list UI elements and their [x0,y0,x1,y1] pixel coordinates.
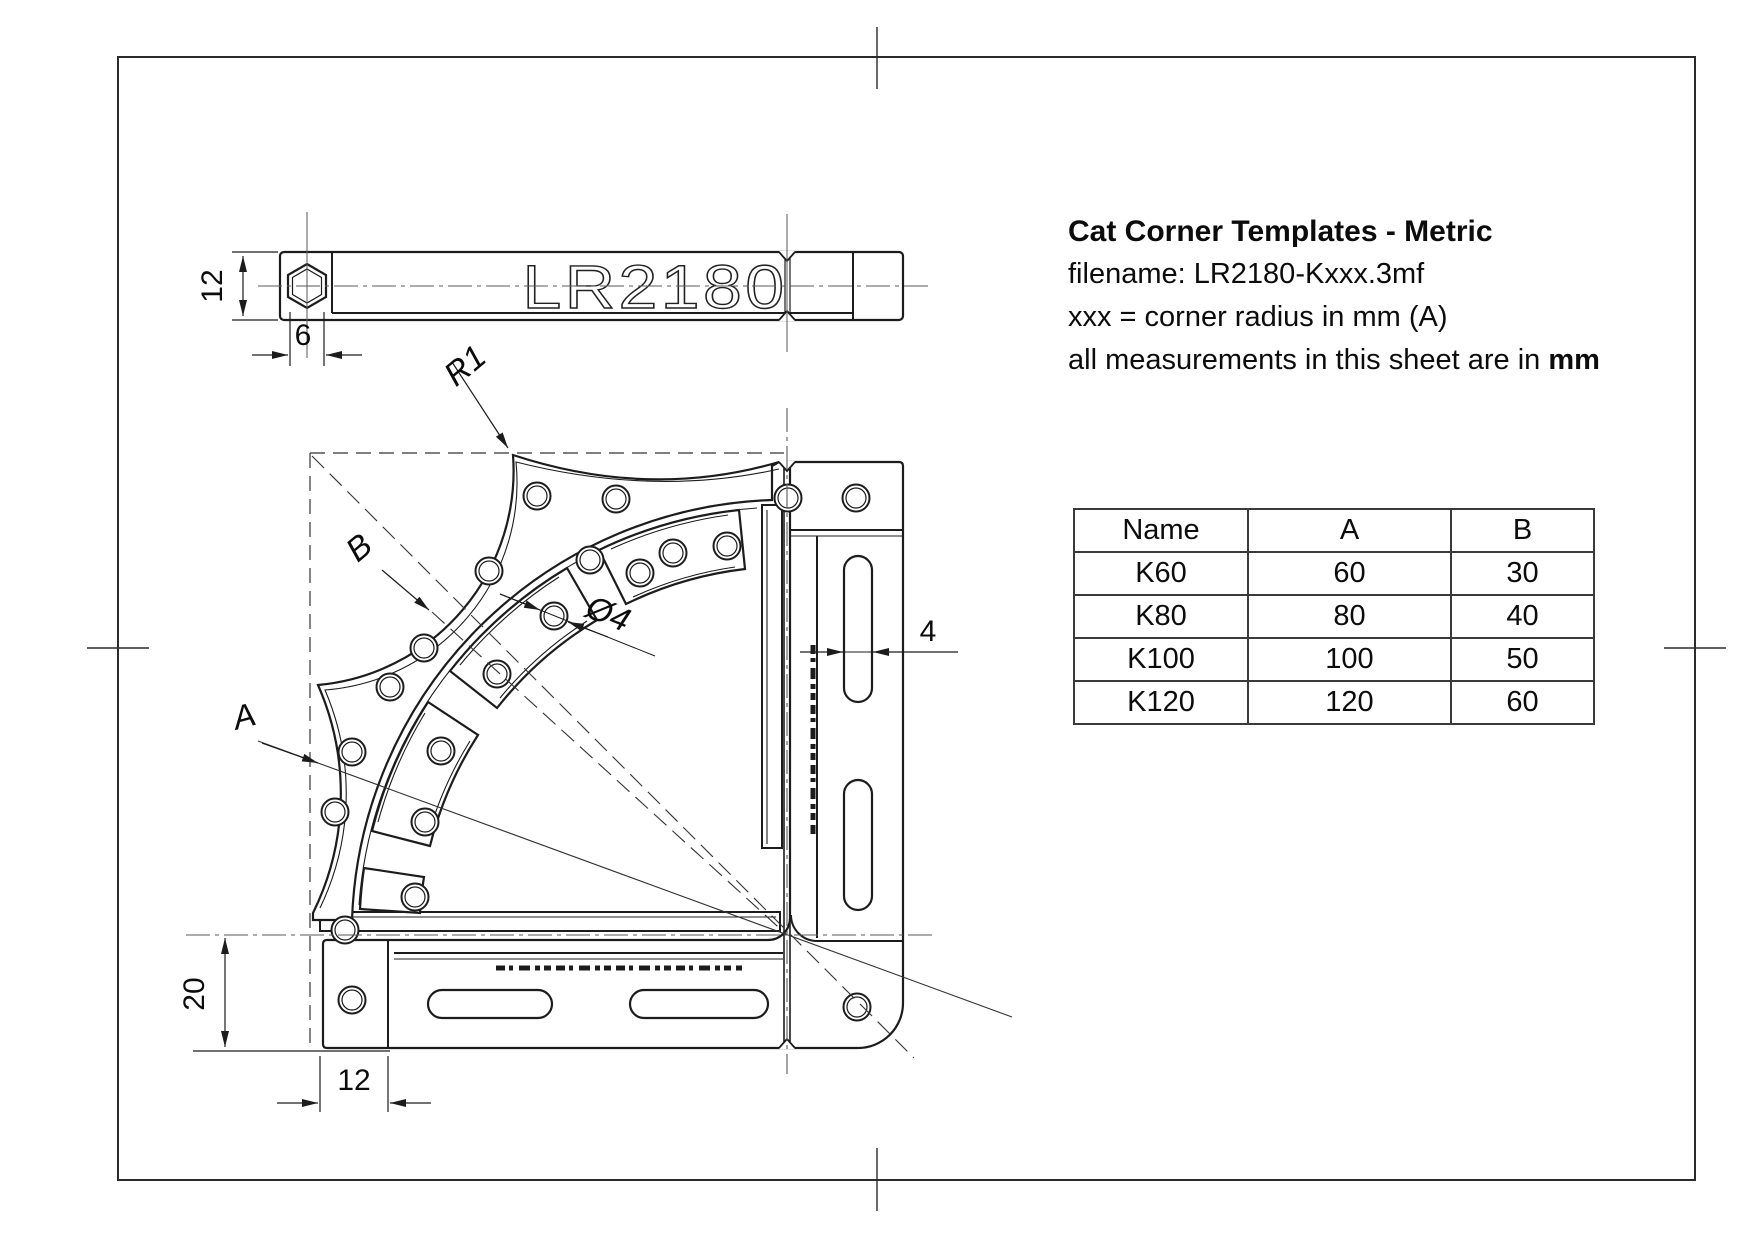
size-table-header-name: Name [1073,508,1249,553]
dimension-column-width: 12 [277,1056,431,1112]
cell-a: 120 [1247,680,1452,725]
cell-name: K80 [1073,594,1249,639]
cell-name: K100 [1073,637,1249,682]
top-view-centerlines [258,212,928,358]
top-view: LR2180 12 6 [196,212,928,366]
table-row: K80 80 40 [1073,594,1595,639]
dimension-column-width-label: 12 [337,1064,370,1097]
holes [320,481,872,1022]
size-table-header-row: Name A B [1073,508,1595,553]
sheet-center-marks [87,27,1726,1211]
dimension-bar-height [232,251,278,321]
dimension-corner-radius: R1 [437,337,509,449]
cell-name: K120 [1073,680,1249,725]
size-table: Name A B K60 60 30 K80 80 40 K100 100 50… [1073,508,1595,725]
dimension-hex-width-label: 6 [295,319,312,352]
construction-lines [186,408,1013,1074]
cell-name: K60 [1073,551,1249,596]
size-table-header-b: B [1450,508,1595,553]
cell-b: 60 [1450,680,1595,725]
notes-filename: filename: LR2180-Kxxx.3mf [1068,258,1425,290]
fan-middle-segments [358,508,747,915]
dimension-bottom-offset-label: 20 [178,977,211,1010]
notes-units-note: all measurements in this sheet are in mm [1068,344,1600,376]
dimension-corner-radius-label: R1 [437,337,493,392]
cell-a: 60 [1247,551,1452,596]
dimension-slot-width-label: 4 [920,615,937,648]
dimension-bottom-offset: 20 [178,938,390,1052]
dimension-b-radius: B [338,526,430,611]
dimension-bar-height-label: 12 [196,269,229,302]
sheet-border [87,27,1726,1211]
table-row: K120 120 60 [1073,680,1595,725]
size-table-header-a: A [1247,508,1452,553]
table-row: K60 60 30 [1073,551,1595,596]
part-number-engraving: LR2180 [523,253,788,321]
cell-a: 100 [1247,637,1452,682]
engraved-text-strip [496,645,816,971]
notes-title: Cat Corner Templates - Metric [1068,215,1493,248]
cell-b: 30 [1450,551,1595,596]
notes-block: Cat Corner Templates - Metric filename: … [1068,210,1628,382]
cell-b: 40 [1450,594,1595,639]
dimension-a-radius: A [227,695,319,764]
dimension-b-radius-label: B [338,526,379,568]
table-row: K100 100 50 [1073,637,1595,682]
dimension-a-radius-label: A [227,695,260,737]
straight-strips [319,504,783,932]
cell-a: 80 [1247,594,1452,639]
dimension-hex-width [252,312,362,366]
cell-b: 50 [1450,637,1595,682]
bracket-slots [426,554,874,1020]
main-view: R1 B A Ø4 4 20 [178,337,1013,1112]
notes-radius-note: xxx = corner radius in mm (A) [1068,301,1448,333]
dimension-slot-width: 4 [800,615,958,656]
